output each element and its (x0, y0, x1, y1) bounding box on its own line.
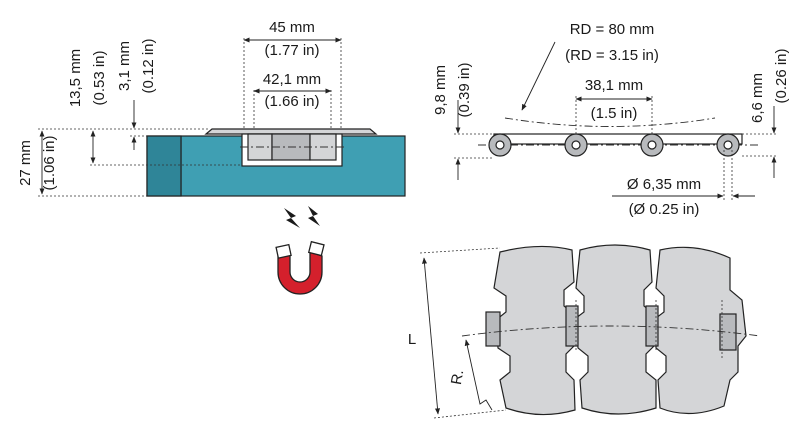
pitch-label: 38,1 mm (585, 77, 643, 94)
width-outer-inch-label: (1.77 in) (264, 42, 319, 59)
lightning-icon (284, 206, 320, 228)
pin-diameter-label: Ø 6,35 mm (627, 176, 701, 193)
pitch-inch-label: (1.5 in) (591, 105, 638, 122)
side-height-inch-label: (0.39 in) (456, 62, 473, 117)
width-inner-inch-label: (1.66 in) (264, 93, 319, 110)
plate-thickness-inch-label: (0.12 in) (140, 38, 157, 93)
top-view: L R. (408, 244, 761, 419)
chain-top-plate (204, 128, 378, 135)
side-view: RD = 80 mm (RD = 3.15 in) 38,1 mm (1.5 i… (432, 21, 790, 218)
height-top-label: 13,5 mm (67, 49, 84, 107)
side-height-label: 9,8 mm (432, 65, 449, 115)
side-thickness-label: 6,6 mm (749, 73, 766, 123)
radius-inch-label: (RD = 3.15 in) (565, 47, 659, 64)
chain-plate-3 (655, 246, 747, 415)
rail-left-edge (146, 135, 182, 197)
radius-short-label: R. (448, 368, 467, 386)
side-thickness-inch-label: (0.26 in) (773, 48, 790, 103)
width-outer-label: 45 mm (269, 19, 315, 36)
side-pins (488, 133, 740, 157)
width-inner-label: 42,1 mm (263, 71, 321, 88)
chain-plate-2 (575, 244, 657, 415)
height-top-inch-label: (0.53 in) (91, 50, 108, 105)
front-view: 45 mm (1.77 in) 42,1 mm (1.66 in) 27 mm … (17, 19, 406, 197)
pin-diameter-inch-label: (Ø 0.25 in) (629, 201, 700, 218)
magnet-icon (275, 240, 325, 295)
length-label: L (408, 331, 416, 348)
radius-label: RD = 80 mm (570, 21, 655, 38)
rail-height-inch-label: (1.06 in) (41, 135, 58, 190)
side-plate (493, 133, 743, 145)
chain-plate-1 (493, 245, 576, 416)
rail-height-label: 27 mm (17, 140, 34, 186)
plate-thickness-label: 3,1 mm (116, 41, 133, 91)
